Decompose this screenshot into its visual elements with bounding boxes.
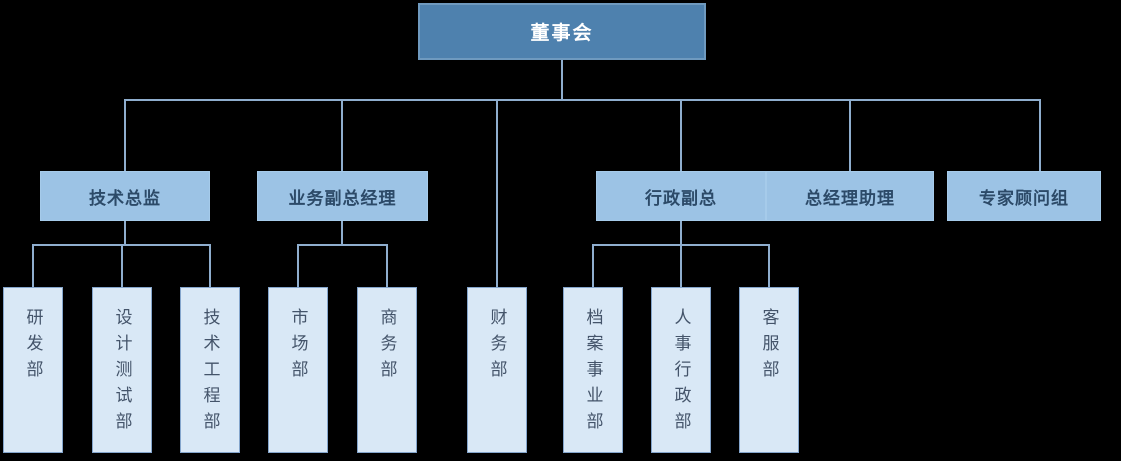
org-node-archives-dept: 档案事业部 bbox=[563, 287, 623, 453]
org-node-board-of-directors: 董事会 bbox=[418, 3, 706, 60]
org-node-label: 研发部 bbox=[23, 308, 43, 386]
org-node-design-test-dept: 设计测试部 bbox=[92, 287, 152, 453]
org-node-label: 专家顾问组 bbox=[979, 188, 1069, 208]
org-node-label: 人事行政部 bbox=[671, 308, 691, 438]
org-node-business-deputy-gm: 业务副总经理 bbox=[257, 171, 428, 221]
org-node-label: 财务部 bbox=[487, 308, 507, 386]
org-node-gm-assistant: 总经理助理 bbox=[766, 171, 934, 221]
org-node-label: 行政副总 bbox=[645, 188, 717, 208]
org-node-tech-engineering-dept: 技术工程部 bbox=[180, 287, 240, 453]
org-node-label: 业务副总经理 bbox=[288, 188, 397, 208]
org-node-label: 商务部 bbox=[377, 308, 397, 386]
org-node-admin-deputy-gm: 行政副总 bbox=[596, 171, 766, 221]
org-node-label: 技术总监 bbox=[89, 188, 161, 208]
org-node-label: 客服部 bbox=[759, 308, 779, 386]
org-node-customer-service-dept: 客服部 bbox=[739, 287, 799, 453]
org-node-commerce-dept: 商务部 bbox=[357, 287, 417, 453]
org-node-label: 总经理助理 bbox=[805, 188, 895, 208]
org-node-expert-advisory-group: 专家顾问组 bbox=[947, 171, 1101, 221]
org-node-label: 董事会 bbox=[530, 23, 594, 44]
org-node-marketing-dept: 市场部 bbox=[268, 287, 328, 453]
org-node-label: 档案事业部 bbox=[583, 308, 603, 438]
org-node-technical-director: 技术总监 bbox=[40, 171, 210, 221]
org-node-label: 市场部 bbox=[288, 308, 308, 386]
org-node-label: 技术工程部 bbox=[200, 308, 220, 438]
org-node-finance-dept: 财务部 bbox=[467, 287, 527, 453]
org-node-hr-admin-dept: 人事行政部 bbox=[651, 287, 711, 453]
org-node-rd-dept: 研发部 bbox=[3, 287, 63, 453]
org-node-label: 设计测试部 bbox=[112, 308, 132, 438]
